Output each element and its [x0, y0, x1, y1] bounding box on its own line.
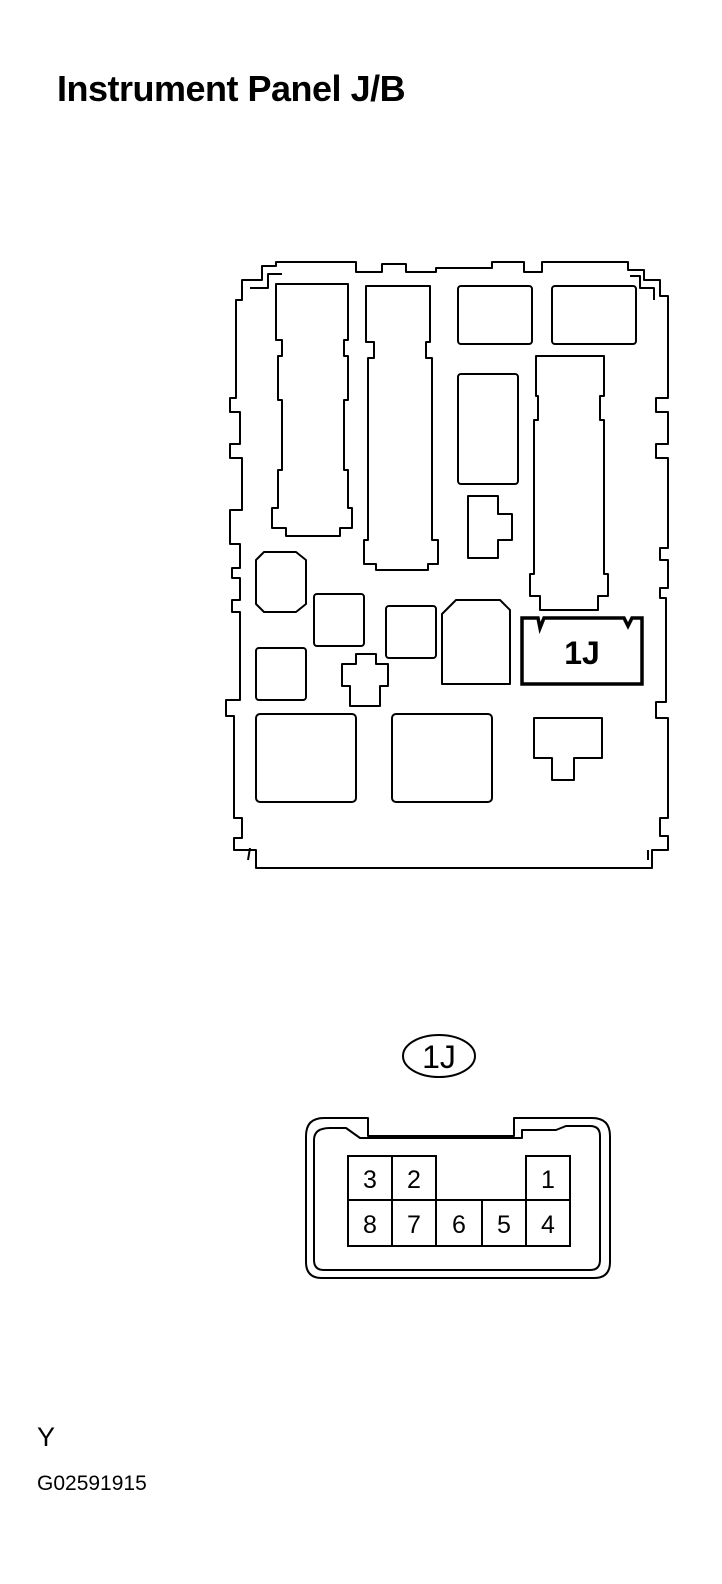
pin-cavity-6	[435, 1199, 483, 1247]
fuse-slot-d	[385, 605, 437, 659]
pin-label-4: 4	[541, 1211, 555, 1239]
connector-code-oval	[402, 1034, 476, 1078]
fuse-slot-middle	[457, 373, 519, 485]
pin-cavity-5	[481, 1199, 527, 1247]
housing-inner-edge	[247, 273, 655, 861]
pin-cavity-4	[525, 1199, 571, 1247]
pin-label-1: 1	[541, 1166, 555, 1194]
pin-cavity-1	[525, 1155, 571, 1201]
fuse-slot-round	[255, 551, 307, 613]
fuse-slot-g	[341, 653, 389, 707]
fuse-slot-small	[467, 495, 513, 559]
connector-code-label: 1J	[422, 1039, 456, 1075]
relay-slot-3	[529, 355, 609, 611]
pin-label-7: 7	[407, 1211, 421, 1239]
relay-slot-large-b	[391, 713, 493, 803]
fuse-slot-top-a	[457, 285, 533, 345]
junction-block-housing	[225, 261, 669, 869]
pin-label-5: 5	[497, 1211, 511, 1239]
relay-slot-2	[363, 285, 439, 571]
pin-cavity-8	[347, 1199, 393, 1247]
connector-1j-location-label: 1J	[564, 635, 600, 671]
fuse-slot-c	[313, 593, 365, 647]
connector-face-inner	[313, 1125, 601, 1271]
pin-label-3: 3	[363, 1166, 377, 1194]
connector-color-code: Y	[37, 1422, 56, 1452]
fuse-slot-f	[255, 647, 307, 701]
pin-label-6: 6	[452, 1211, 466, 1239]
relay-slot-1	[271, 283, 353, 537]
fuse-slot-h	[533, 717, 603, 781]
fuse-slot-top-b	[551, 285, 637, 345]
pin-label-8: 8	[363, 1211, 377, 1239]
fuse-slot-e	[441, 599, 511, 685]
figure-id: G02591915	[37, 1472, 147, 1495]
page-title: Instrument Panel J/B	[57, 68, 406, 109]
connector-1j-location	[520, 616, 644, 686]
relay-slot-large-a	[255, 713, 357, 803]
pin-label-2: 2	[407, 1166, 421, 1194]
